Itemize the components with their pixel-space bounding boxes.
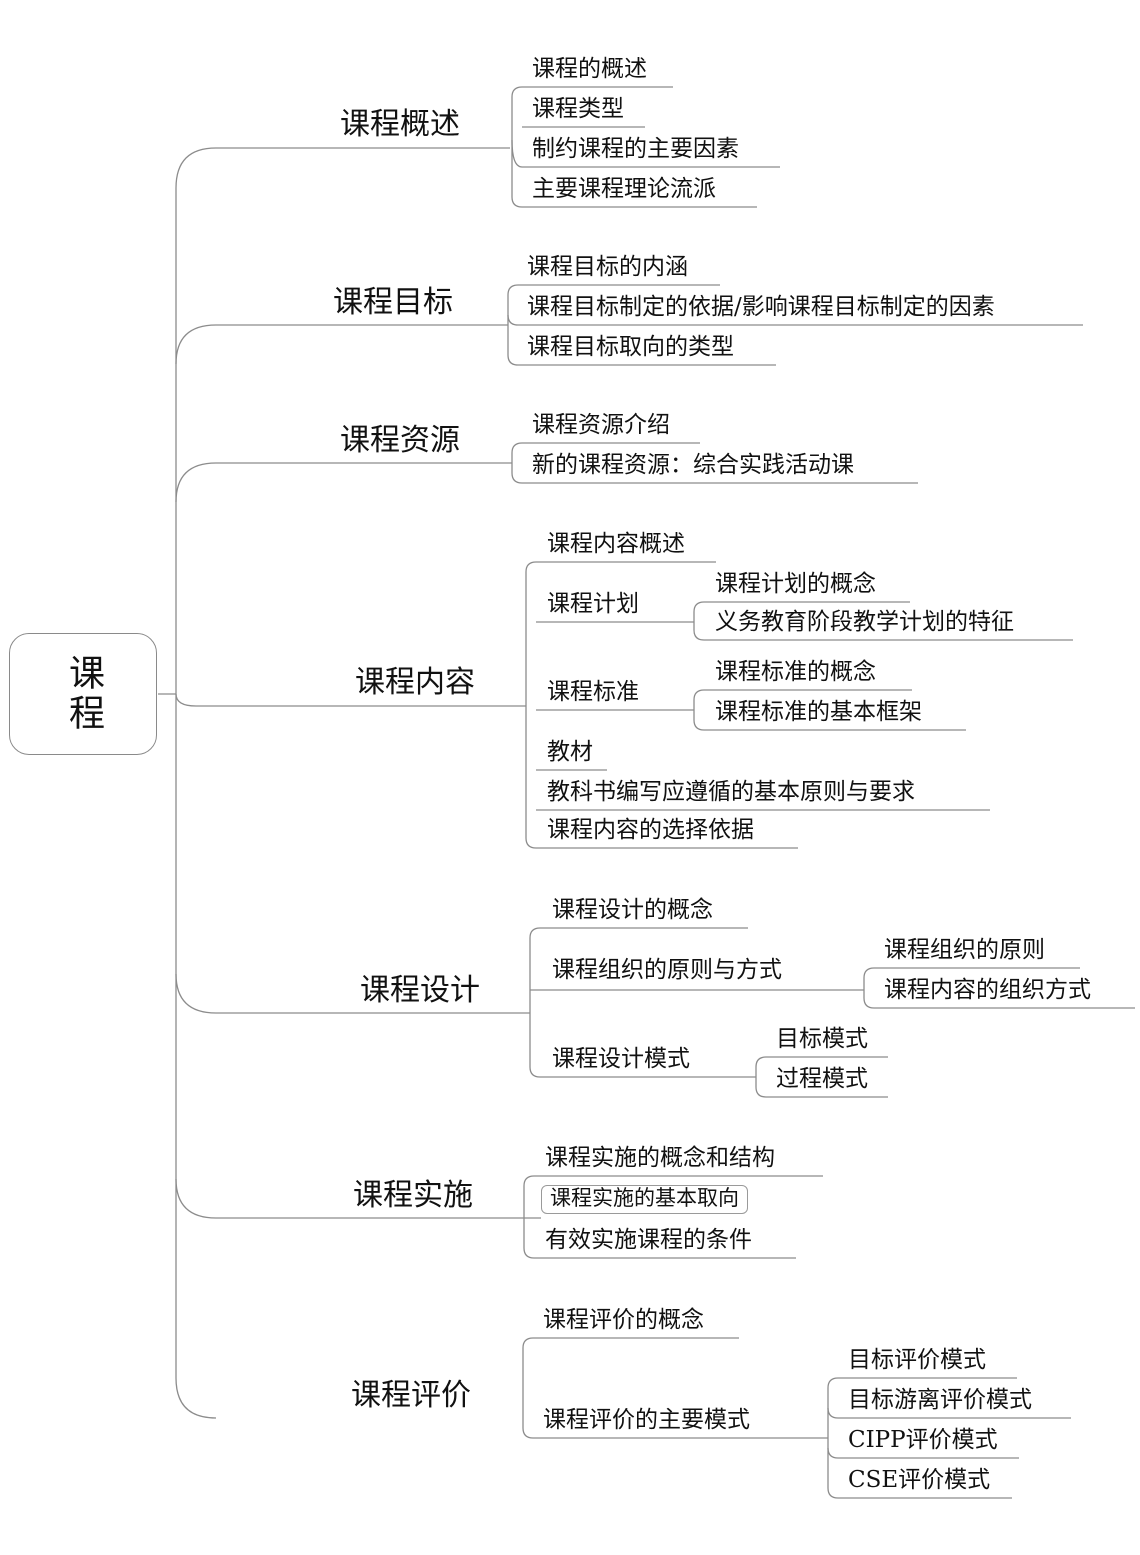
overview-item[interactable]: 课程的概述 (532, 56, 647, 82)
goals-item[interactable]: 课程目标的内涵 (527, 254, 688, 280)
modes-sub-item[interactable]: 目标评价模式 (848, 1347, 986, 1373)
resources-item[interactable]: 新的课程资源：综合实践活动课 (532, 452, 854, 478)
content-item[interactable]: 教科书编写应遵循的基本原则与要求 (547, 779, 915, 805)
mode-sub-item[interactable]: 目标模式 (776, 1026, 868, 1052)
organization-sub-item[interactable]: 课程内容的组织方式 (884, 977, 1091, 1003)
design-item-organization[interactable]: 课程组织的原则与方式 (552, 957, 782, 983)
branch-goals[interactable]: 课程目标 (333, 285, 453, 320)
modes-sub-item[interactable]: 目标游离评价模式 (848, 1387, 1032, 1413)
content-item[interactable]: 课程内容的选择依据 (547, 817, 754, 843)
overview-item[interactable]: 主要课程理论流派 (532, 176, 716, 202)
overview-item[interactable]: 制约课程的主要因素 (532, 136, 739, 162)
branch-overview[interactable]: 课程概述 (340, 107, 460, 142)
content-item[interactable]: 教材 (547, 739, 593, 765)
root-node[interactable]: 课程 (9, 633, 157, 755)
evaluation-item-modes[interactable]: 课程评价的主要模式 (543, 1407, 750, 1433)
modes-sub-item[interactable]: CIPP评价模式 (848, 1427, 998, 1453)
modes-sub-item[interactable]: CSE评价模式 (848, 1467, 991, 1493)
resources-item[interactable]: 课程资源介绍 (532, 412, 670, 438)
organization-sub-item[interactable]: 课程组织的原则 (884, 937, 1045, 963)
branch-resources[interactable]: 课程资源 (340, 423, 460, 458)
mode-sub-item[interactable]: 过程模式 (776, 1066, 868, 1092)
goals-item[interactable]: 课程目标制定的依据/影响课程目标制定的因素 (527, 294, 995, 320)
design-item[interactable]: 课程设计的概念 (552, 897, 713, 923)
branch-design[interactable]: 课程设计 (360, 973, 480, 1008)
goals-item[interactable]: 课程目标取向的类型 (527, 334, 734, 360)
standard-sub-item[interactable]: 课程标准的概念 (715, 659, 876, 685)
implementation-item[interactable]: 有效实施课程的条件 (545, 1227, 752, 1253)
implementation-item[interactable]: 课程实施的概念和结构 (545, 1145, 775, 1171)
content-item-standard[interactable]: 课程标准 (547, 679, 639, 705)
design-item-mode[interactable]: 课程设计模式 (552, 1046, 690, 1072)
branch-implementation[interactable]: 课程实施 (353, 1178, 473, 1213)
branch-content[interactable]: 课程内容 (355, 665, 475, 700)
content-item-plan[interactable]: 课程计划 (547, 591, 639, 617)
root-label: 课程 (63, 654, 104, 734)
overview-item[interactable]: 课程类型 (532, 96, 624, 122)
content-item[interactable]: 课程内容概述 (547, 531, 685, 557)
implementation-item-selected[interactable]: 课程实施的基本取向 (541, 1185, 748, 1214)
standard-sub-item[interactable]: 课程标准的基本框架 (715, 699, 922, 725)
evaluation-item[interactable]: 课程评价的概念 (543, 1307, 704, 1333)
plan-sub-item[interactable]: 义务教育阶段教学计划的特征 (715, 609, 1014, 635)
branch-evaluation[interactable]: 课程评价 (351, 1378, 471, 1413)
plan-sub-item[interactable]: 课程计划的概念 (715, 571, 876, 597)
